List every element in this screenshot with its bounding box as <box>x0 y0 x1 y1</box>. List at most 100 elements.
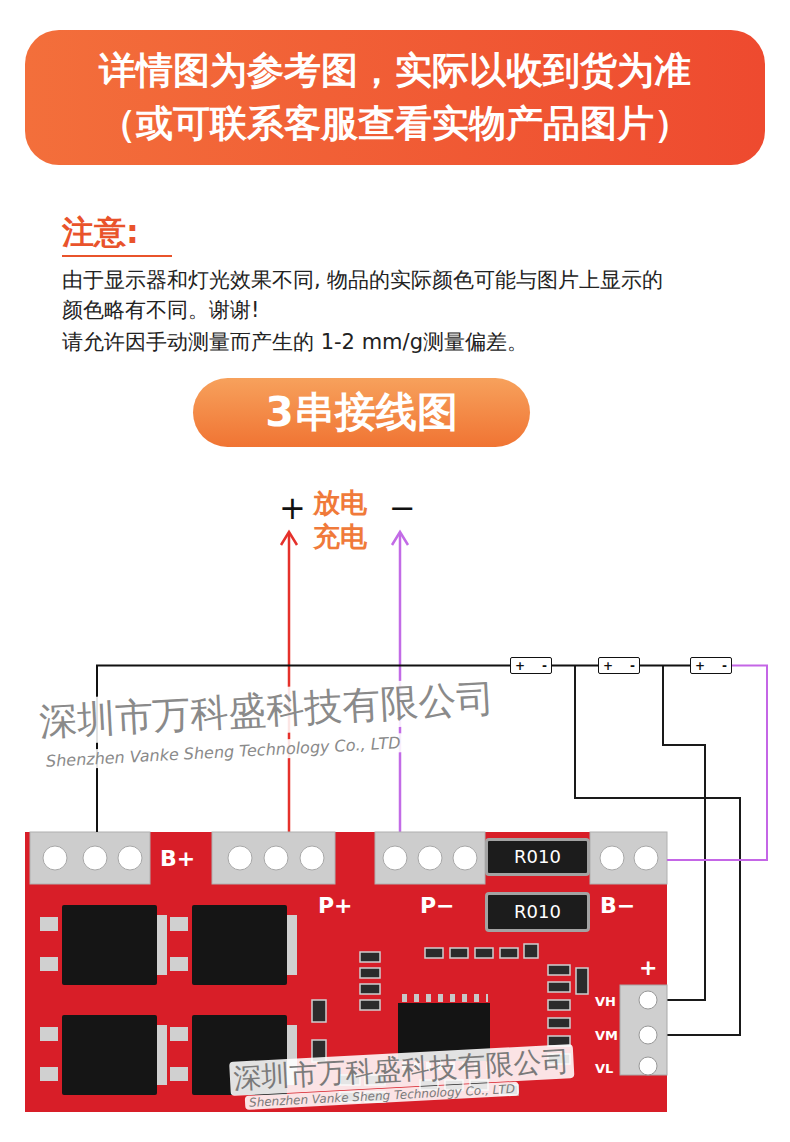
mosfet-leg <box>170 1067 188 1081</box>
node-text: R010 <box>514 846 561 869</box>
node-text: VM <box>595 1028 618 1043</box>
smd-part <box>360 984 380 994</box>
terminal-hole <box>383 846 407 870</box>
watermark: 深圳市万科盛科技有限公司 <box>34 676 500 746</box>
label-anchor: 放电 <box>313 489 367 516</box>
heading-underline <box>62 255 172 257</box>
discharge-plus-wire <box>288 533 291 832</box>
mosfet-leg <box>40 1027 58 1041</box>
terminal-hole <box>83 846 107 870</box>
socket-body <box>620 985 667 1075</box>
label-text: 注意: <box>62 212 139 252</box>
node-text: B− <box>600 893 635 918</box>
balance-wire <box>663 665 705 1000</box>
node-text: （或可联系客服查看实物产品图片） <box>99 101 691 147</box>
mosfet-leg <box>40 917 58 931</box>
node-text: - <box>630 660 635 672</box>
smd-part <box>360 952 380 962</box>
smd-part <box>475 948 493 958</box>
smd-part <box>360 968 380 978</box>
text-anchor: B− <box>600 893 635 919</box>
balance-socket <box>620 985 667 1075</box>
node-text: VL <box>595 1061 613 1076</box>
text-anchor: VL <box>595 1058 613 1077</box>
node-text: 3串接线图 <box>265 387 458 438</box>
node-text: + <box>639 955 657 980</box>
notice-banner: 详情图为参考图，实际以收到货为准 （或可联系客服查看实物产品图片） <box>25 30 765 165</box>
smd-part <box>548 965 570 975</box>
terminal-hole <box>118 846 142 870</box>
label-text: − <box>389 492 416 524</box>
socket-pin <box>639 991 657 1009</box>
label-text: 请允许因手动测量而产生的 1-2 mm/g测量偏差。 <box>62 327 528 357</box>
node-text: B+ <box>160 846 195 871</box>
label-anchor: 由于显示器和灯光效果不同, 物品的实际颜色可能与图片上显示的 颜色略有不同。谢谢… <box>62 265 672 325</box>
text-anchor: VM <box>595 1025 618 1044</box>
label-anchor: 注意: <box>62 212 139 252</box>
smd-part <box>425 948 443 958</box>
mosfet-leg <box>170 1027 188 1041</box>
wire <box>640 665 690 667</box>
mosfet-leg <box>40 957 58 971</box>
node-text: R010 <box>514 901 561 924</box>
node-text: + <box>603 660 613 672</box>
wire <box>667 666 767 861</box>
battery-cell: +- <box>598 657 640 674</box>
mosfet-body <box>62 905 157 985</box>
node-text: + <box>695 660 705 672</box>
terminal-strip <box>30 832 150 884</box>
terminal-strip <box>212 832 335 884</box>
shunt-resistor: R010 <box>485 838 590 876</box>
label-text: 放电 <box>313 489 367 516</box>
label-anchor: 充电 <box>313 523 367 550</box>
node-text: P+ <box>318 893 353 918</box>
smd-part <box>312 1000 326 1022</box>
text-anchor: P+ <box>318 893 353 919</box>
mosfet-tab <box>157 1025 167 1085</box>
smd-part <box>500 948 518 958</box>
text-anchor: B+ <box>160 846 195 872</box>
node-text: VH <box>595 994 616 1009</box>
label-text: 充电 <box>313 523 367 550</box>
text-anchor: VH <box>595 991 616 1010</box>
balance-connector: + VH VM VL <box>592 955 667 1078</box>
smd-part <box>524 944 538 958</box>
label-text: + <box>279 492 306 524</box>
arrow-head <box>281 532 297 545</box>
pcb-board <box>25 832 667 1112</box>
socket-pin <box>639 1057 657 1075</box>
wire <box>552 665 598 667</box>
smd-part <box>360 1000 380 1010</box>
terminal-hole <box>300 846 324 870</box>
mosfet-leg <box>40 1067 58 1081</box>
mosfet-tab <box>287 915 297 975</box>
terminal-strip <box>590 832 667 884</box>
mosfet-leg <box>170 917 188 931</box>
node-text: - <box>722 660 727 672</box>
shunt-resistor: R010 <box>485 892 590 932</box>
battery-cell: +- <box>510 657 552 674</box>
mosfet-tab <box>157 915 167 975</box>
mosfet-body <box>62 1015 157 1095</box>
node-text: 详情图为参考图，实际以收到货为准 <box>99 48 691 94</box>
terminal-strip <box>375 832 485 884</box>
label-anchor: 深圳市万科盛科技有限公司 <box>34 676 500 746</box>
chip-pins <box>402 994 488 1002</box>
smd-part <box>450 948 468 958</box>
text-anchor: + <box>639 955 657 981</box>
node-text: - <box>542 660 547 672</box>
terminal-hole <box>600 846 624 870</box>
battery-cell: +- <box>690 657 732 674</box>
node-text: P− <box>420 893 455 918</box>
node-text: + <box>515 660 525 672</box>
label-anchor: + <box>279 492 306 524</box>
smd-part <box>548 1018 570 1028</box>
socket-pin <box>639 1026 657 1044</box>
mosfet-body <box>192 905 287 985</box>
arrow-head <box>392 532 408 545</box>
terminal-hole <box>228 846 252 870</box>
